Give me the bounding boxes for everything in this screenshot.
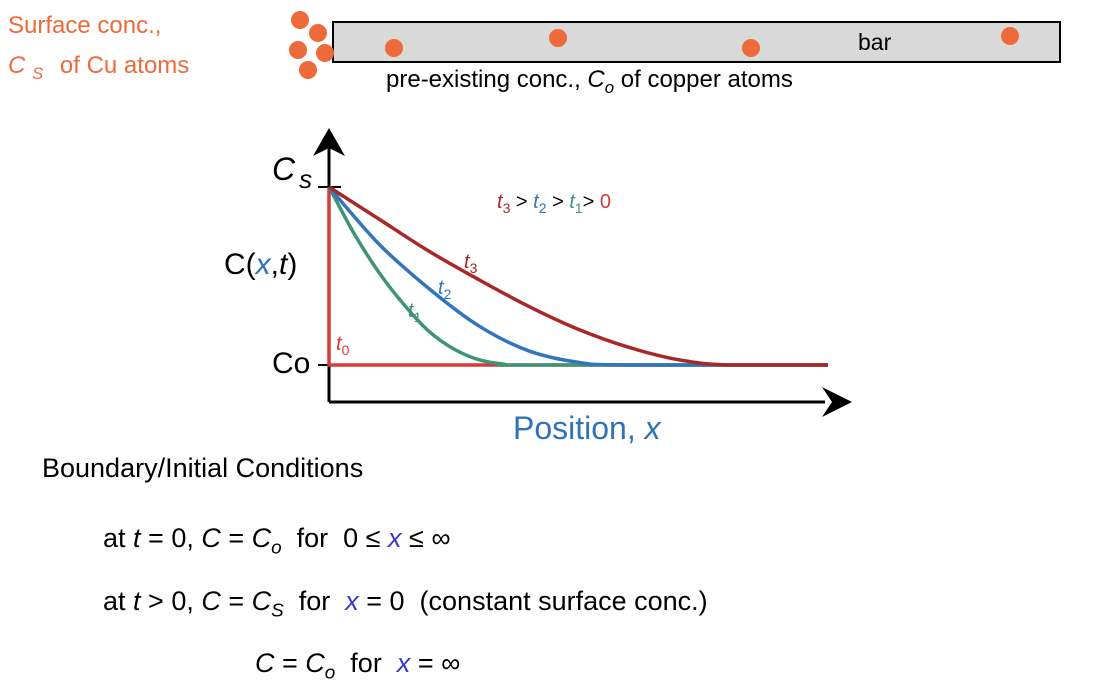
cond1-eq: = bbox=[220, 523, 252, 553]
bar-atom bbox=[1001, 27, 1019, 45]
surface-atom bbox=[291, 11, 309, 29]
condition-line-2: at t > 0, C = CS for x = 0 (constant sur… bbox=[103, 586, 708, 622]
bar-caption-pre: pre-existing conc., bbox=[386, 66, 588, 93]
curve-t1 bbox=[327, 186, 828, 367]
cond2-b: > 0, bbox=[140, 586, 202, 616]
cond3-eq: = bbox=[274, 648, 306, 678]
x-axis-label: Position, x bbox=[513, 410, 662, 446]
curve-t3 bbox=[328, 185, 828, 367]
surface-conc-line2: C S of Cu atoms bbox=[8, 46, 189, 94]
cond2-for: for bbox=[283, 586, 346, 616]
curve-label-t3: t3 bbox=[464, 251, 478, 276]
x-axis-arrowhead bbox=[822, 387, 852, 417]
cond3-x: x bbox=[396, 648, 411, 678]
cond1-d: ≤ ∞ bbox=[401, 523, 451, 553]
bar-atom bbox=[742, 39, 760, 57]
cond3-c: C bbox=[255, 648, 275, 678]
cond2-at: at bbox=[103, 586, 134, 616]
condition-line-1: at t = 0, C = Co for 0 ≤ x ≤ ∞ bbox=[103, 523, 451, 559]
cond3-d: = ∞ bbox=[410, 648, 461, 678]
time-order-legend: t3 > t2 > t1> 0 bbox=[497, 191, 611, 216]
cond1-sub: o bbox=[271, 537, 282, 559]
cond1-b: = 0, bbox=[140, 523, 202, 553]
surface-conc-label: Surface conc., C S of Cu atoms bbox=[8, 6, 189, 94]
cond1-c: C bbox=[201, 523, 221, 553]
curve-label-t1: t1 bbox=[408, 300, 422, 325]
bar-atom bbox=[385, 39, 403, 57]
curves-group bbox=[327, 185, 828, 367]
cond2-sub: S bbox=[271, 600, 284, 622]
bar-atoms bbox=[385, 27, 1019, 57]
cond3-sub: o bbox=[324, 662, 336, 684]
y-co-label: Co bbox=[272, 347, 310, 380]
cond2-c2: C bbox=[251, 586, 272, 616]
condition-line-3: C = Co for x = ∞ bbox=[255, 648, 460, 684]
conditions-heading: Boundary/Initial Conditions bbox=[42, 453, 364, 483]
cond2-d: = 0 (constant surface conc.) bbox=[358, 586, 708, 616]
cond2-t: t bbox=[133, 586, 141, 616]
curve-label-t0: t0 bbox=[336, 333, 350, 358]
cs-subscript: S bbox=[32, 63, 44, 83]
curve-label-t2: t2 bbox=[438, 277, 452, 302]
bar-caption: pre-existing conc., Co of copper atoms bbox=[386, 66, 793, 98]
surface-atom bbox=[299, 61, 317, 79]
cond1-for: for 0 ≤ bbox=[281, 523, 388, 553]
cs-symbol: C bbox=[8, 52, 26, 79]
cond3-c2: C bbox=[305, 648, 325, 678]
bar-caption-post: of copper atoms bbox=[614, 66, 793, 93]
cs-rest: of Cu atoms bbox=[59, 52, 190, 79]
y-axis-label: C(x,t) bbox=[224, 248, 297, 281]
surface-atom bbox=[316, 44, 334, 62]
cond1-x: x bbox=[388, 523, 402, 553]
bar-rect bbox=[332, 21, 1061, 63]
bar-caption-sub: o bbox=[604, 77, 615, 97]
bar-illustration bbox=[289, 11, 1061, 79]
bar-atom bbox=[549, 29, 567, 47]
cond2-x: x bbox=[345, 586, 359, 616]
bar-caption-sym: C bbox=[587, 66, 605, 93]
cond1-c2: C bbox=[251, 523, 272, 553]
cond1-at: at bbox=[103, 523, 134, 553]
cond2-c: C bbox=[201, 586, 221, 616]
cond1-t: t bbox=[133, 523, 141, 553]
cond2-eq: = bbox=[220, 586, 252, 616]
surface-atoms-cluster bbox=[289, 11, 334, 79]
surface-atom bbox=[289, 41, 307, 59]
curve-t2 bbox=[327, 185, 828, 367]
y-axis-arrowhead bbox=[313, 128, 345, 156]
surface-atom bbox=[309, 24, 327, 42]
bar-label: bar bbox=[858, 29, 892, 55]
surface-conc-line1: Surface conc., bbox=[8, 12, 162, 39]
cond3-for: for bbox=[335, 648, 397, 678]
